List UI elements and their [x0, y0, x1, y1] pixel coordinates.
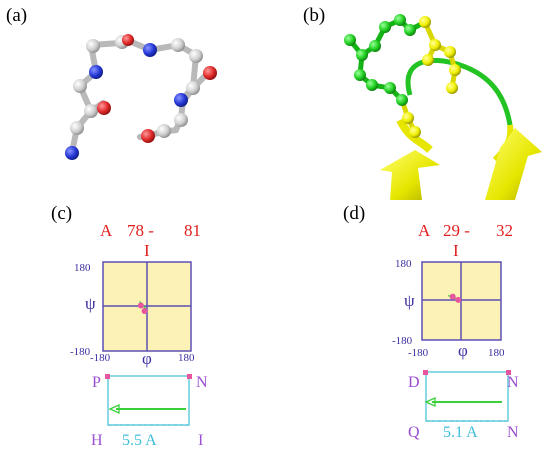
residue-marker [105, 374, 110, 379]
residue-bottom-left: H [91, 432, 103, 449]
carbon-atom [70, 121, 84, 135]
green-atom [344, 34, 356, 46]
hbond-diagram: D N Q N 5.1 A [408, 370, 519, 441]
green-atom [356, 49, 368, 61]
psi-tick-min: -180 [70, 346, 91, 358]
psi-tick-max: 180 [395, 258, 412, 270]
oxygen-atom [122, 34, 134, 46]
panel-a-label: (a) [6, 5, 28, 26]
phi-psi-point [141, 307, 148, 314]
hbond-arrowhead [424, 396, 436, 408]
yellow-atom [419, 16, 431, 28]
green-atom [379, 21, 391, 33]
hbond-diagram: P N H I 5.5 A [91, 374, 208, 449]
panel-a-bonds [69, 36, 211, 155]
phi-tick-max: 180 [178, 352, 195, 364]
residue-range-start: 29 - [443, 221, 470, 240]
panel-c-label: (c) [51, 203, 73, 224]
residue-range-start: 78 - [127, 221, 154, 240]
nitrogen-atom [174, 93, 188, 107]
oxygen-atom [97, 101, 111, 115]
nitrogen-atom [143, 43, 157, 57]
hbond-box [107, 375, 190, 426]
beta-strand-arrow-right [485, 128, 542, 200]
residue-bottom-left: Q [408, 424, 420, 441]
carbon-atom [84, 104, 98, 118]
ramachandran-marks [448, 293, 462, 303]
carbon-atom [86, 39, 100, 53]
phi-psi-point [455, 296, 462, 303]
panel-b-label: (b) [303, 5, 326, 26]
green-atom [404, 24, 416, 36]
panel-b-cartoon-model [344, 14, 542, 200]
carbon-atom [189, 49, 203, 63]
psi-axis-label: ψ [85, 294, 96, 313]
nitrogen-atom [89, 65, 103, 79]
hbond-arrowhead [108, 403, 120, 415]
yellow-atom [446, 82, 458, 94]
panel-a-atoms [65, 34, 217, 160]
carbon-atom [73, 79, 87, 93]
phi-tick-max: 180 [488, 347, 505, 359]
residue-marker [187, 374, 192, 379]
yellow-atom [429, 39, 441, 51]
residue-top-right: N [507, 374, 519, 391]
panel-d-label: (d) [343, 203, 366, 224]
green-ribbon [405, 57, 513, 126]
green-atom [394, 14, 406, 26]
yellow-atom [422, 54, 434, 66]
residue-bottom-right: I [198, 432, 203, 449]
panel-d-diagram: A 29 - 32 I 180 -180 -180 180 ψ φ D N Q … [392, 221, 519, 441]
residue-marker [506, 370, 511, 375]
phi-tick-min: -180 [90, 352, 111, 364]
yellow-atom [449, 64, 461, 76]
chain-id: A [100, 221, 113, 240]
distance-label: 5.5 A [122, 432, 157, 449]
residue-bottom-right: N [507, 424, 519, 441]
psi-tick-max: 180 [74, 262, 91, 274]
green-atom [354, 69, 366, 81]
green-atom [384, 82, 396, 94]
yellow-atom [409, 126, 421, 138]
green-atom [366, 79, 378, 91]
yellow-atom [402, 112, 414, 124]
residue-marker [423, 370, 428, 375]
panel-c-diagram: A 78 - 81 I 180 -180 -180 180 ψ φ P N H … [70, 221, 208, 449]
residue-top-right: N [196, 374, 208, 391]
phi-axis-label: φ [142, 349, 152, 368]
green-atom [396, 94, 408, 106]
phi-psi-point [449, 293, 456, 300]
panel-a-ball-stick-model [65, 34, 217, 160]
residue-top-left: P [92, 374, 101, 391]
yellow-atom [444, 46, 456, 58]
central-residue: I [453, 241, 459, 260]
carbon-atom [157, 124, 171, 138]
phi-axis-label: φ [458, 341, 468, 360]
oxygen-atom [203, 66, 217, 80]
phi-psi-point [137, 302, 144, 309]
yellow-loop [396, 118, 433, 153]
residue-range-end: 32 [496, 221, 513, 240]
carbon-atom [186, 81, 200, 95]
carbon-atom [171, 38, 185, 52]
ramachandran-plot: 180 -180 -180 180 ψ φ [70, 261, 195, 368]
phi-tick-min: -180 [408, 347, 429, 359]
ramachandran-plot: 180 -180 -180 180 ψ φ [392, 258, 505, 360]
residue-top-left: D [408, 374, 420, 391]
chain-id: A [418, 221, 431, 240]
carbon-atom [174, 113, 188, 127]
central-residue: I [144, 241, 150, 260]
psi-axis-label: ψ [404, 291, 415, 310]
distance-label: 5.1 A [443, 424, 478, 441]
green-atom [369, 40, 381, 52]
ramachandran-marks [137, 301, 148, 314]
hbond-box [425, 371, 509, 422]
nitrogen-atom [65, 146, 79, 160]
oxygen-atom [141, 129, 155, 143]
residue-range-end: 81 [184, 221, 201, 240]
panel-b-atoms [344, 14, 461, 138]
beta-strand-arrow-left [380, 150, 440, 200]
psi-tick-min: -180 [392, 335, 413, 347]
